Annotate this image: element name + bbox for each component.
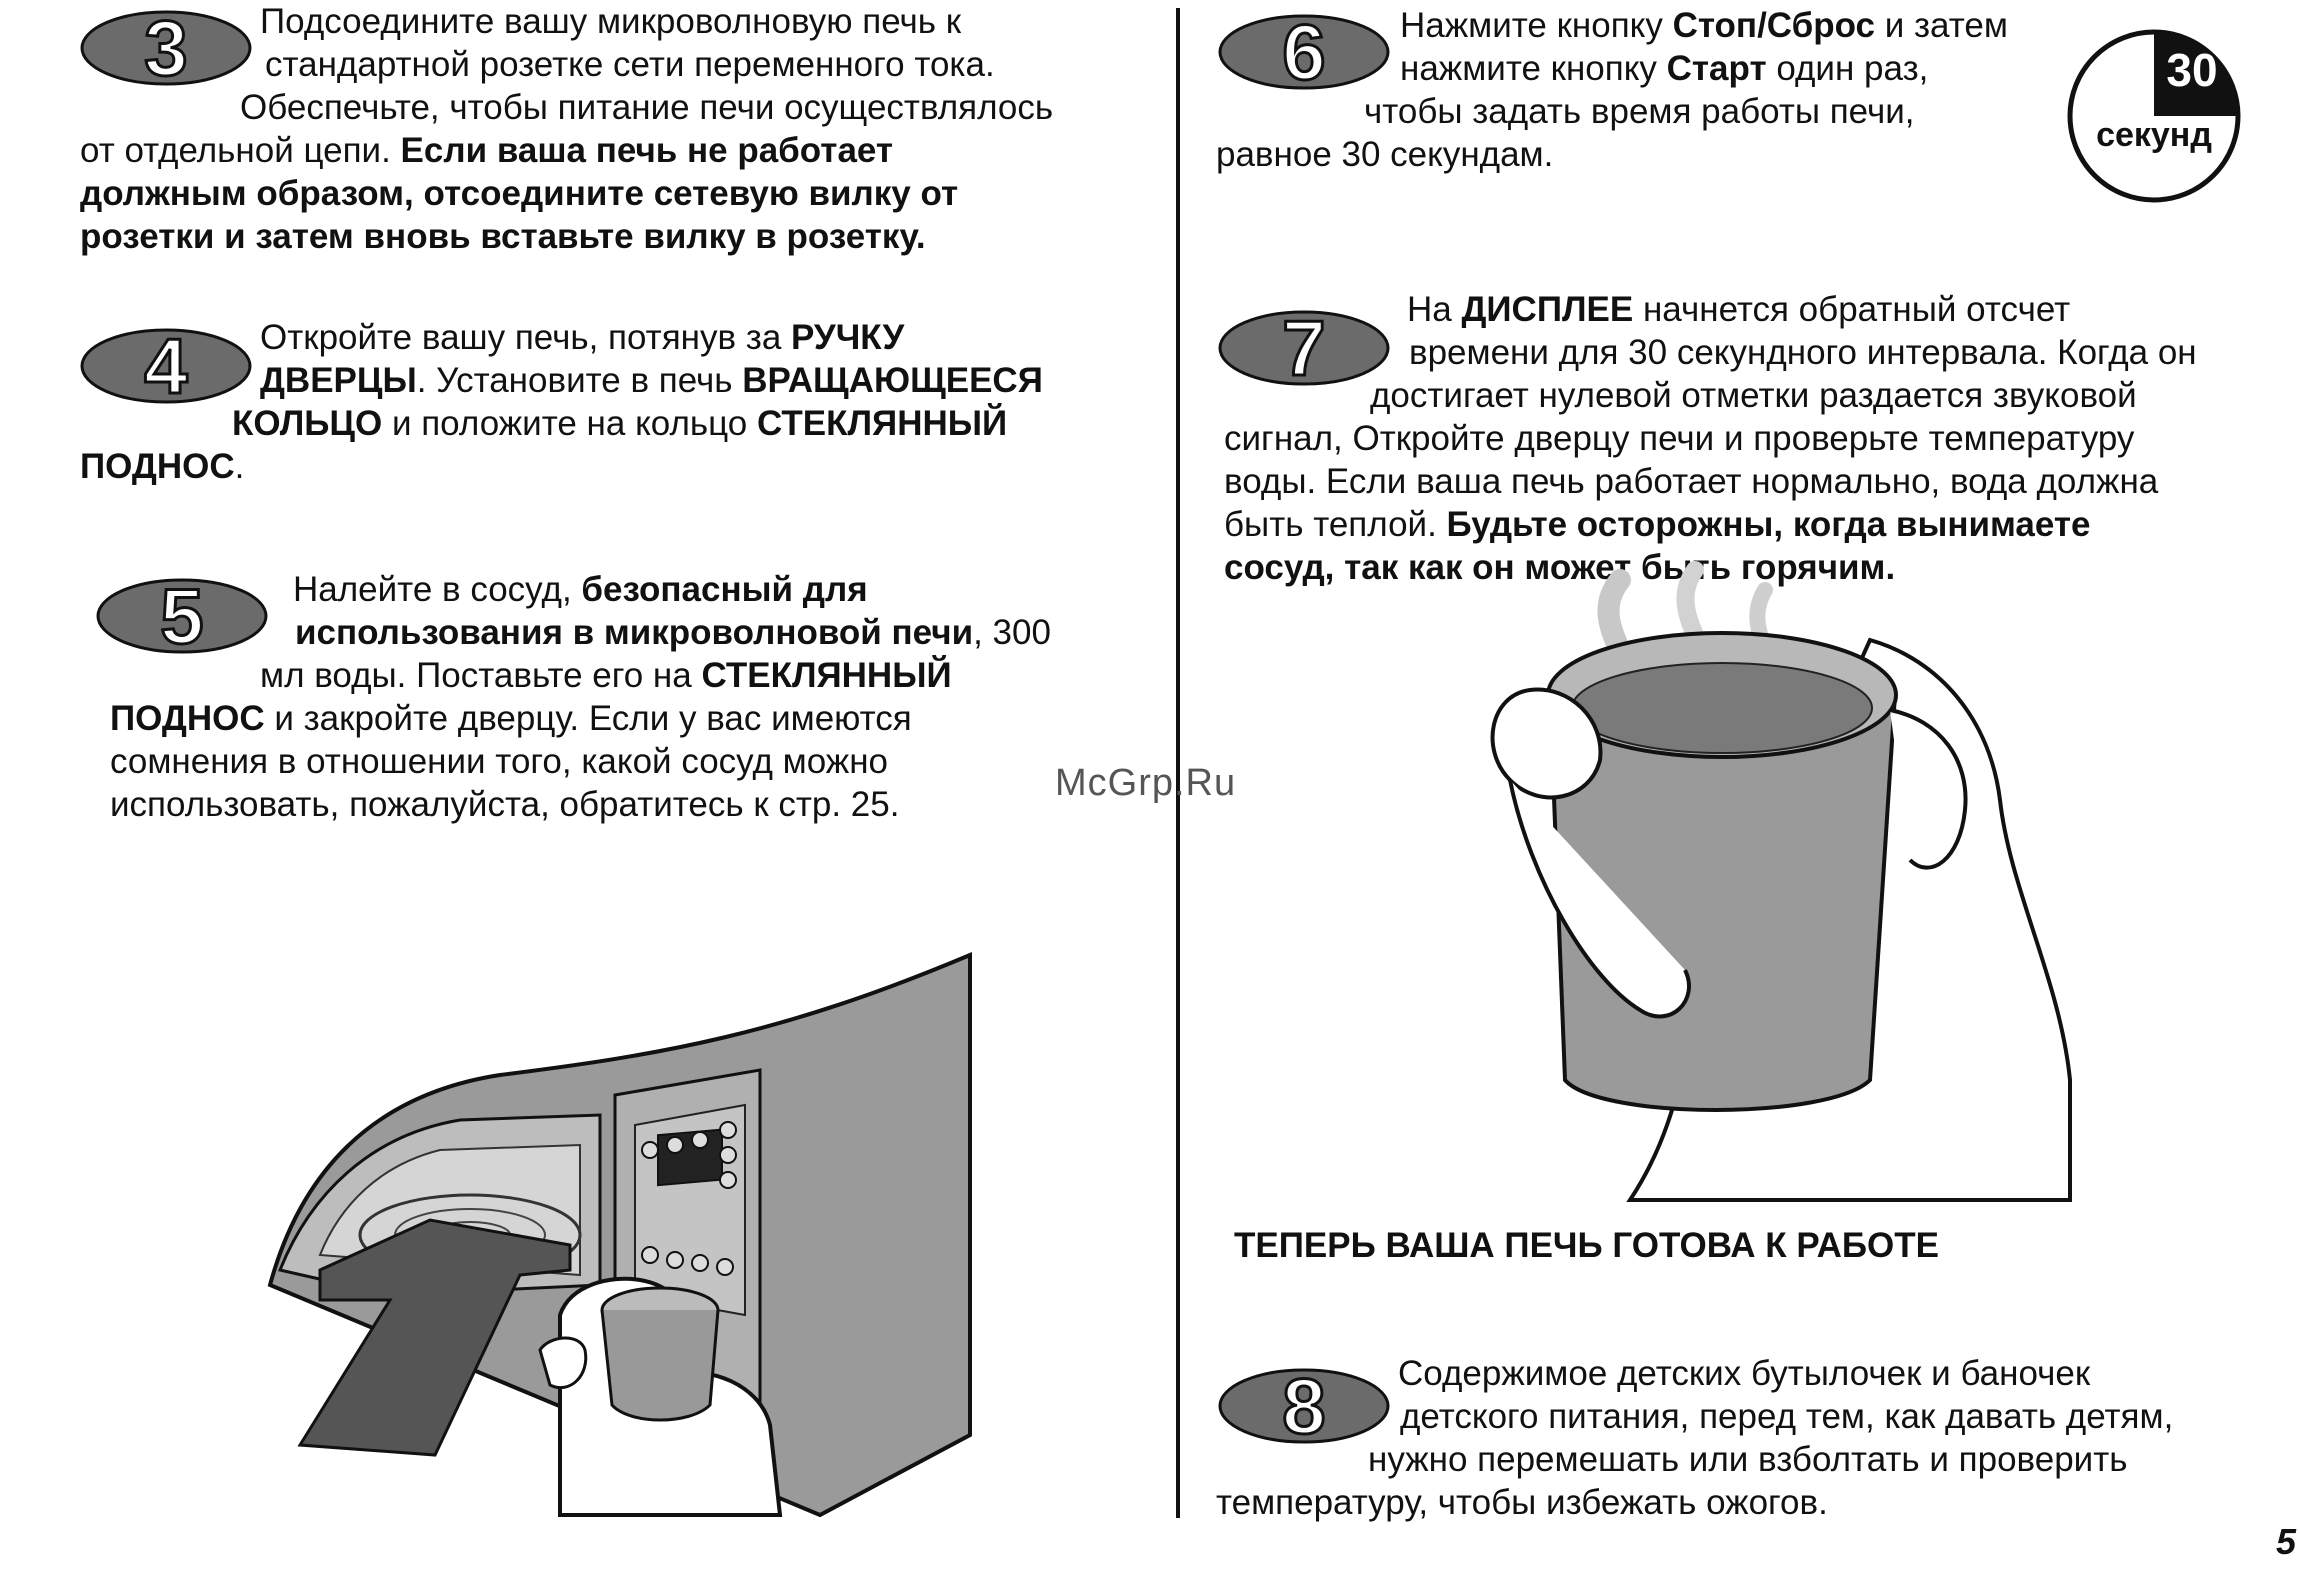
step-4-line-4b: .	[234, 447, 245, 486]
step-5-badge: 5	[96, 571, 268, 662]
step-4-line-4a: ПОДНОС	[80, 447, 235, 486]
ready-heading: ТЕПЕРЬ ВАША ПЕЧЬ ГОТОВА К РАБОТЕ	[1234, 1226, 1940, 1265]
step-4-line-1a: Откройте вашу печь, потянув за	[260, 318, 792, 357]
step-6-text: Нажмите кнопку Стоп/Сброс и затем нажмит…	[1216, 4, 2076, 176]
step-6-line-1c: и затем	[1875, 6, 2008, 45]
step-7-line-1c: начнется обратный отсчет	[1633, 290, 2071, 329]
step-6-line-3: чтобы задать время работы печи,	[1364, 92, 1915, 131]
step-4-line-1b: РУЧКУ	[791, 318, 905, 357]
step-4-line-3b: и положите на кольцо	[382, 404, 757, 443]
step-5-line-2b: , 300	[973, 613, 1051, 652]
step-3-line-5: должным образом, отсоедините сетевую вил…	[80, 174, 959, 213]
step-6-line-2a: нажмите кнопку	[1400, 49, 1667, 88]
step-8-line-3: нужно перемешать или взболтать и провери…	[1368, 1440, 2128, 1479]
step-4-line-3a: КОЛЬЦО	[232, 404, 383, 443]
step-3-line-4b: Если ваша печь не работает	[400, 131, 894, 170]
step-7-line-4: сигнал, Откройте дверцу печи и проверьте…	[1224, 419, 2135, 458]
step-3-line-3: Обеспечьте, чтобы питание печи осуществл…	[240, 88, 1054, 127]
column-divider	[1176, 8, 1180, 1518]
step-8-badge: 8	[1218, 1361, 1390, 1452]
step-3-text: Подсоедините вашу микроволновую печь к с…	[80, 0, 1160, 258]
step-7-line-6b: Будьте осторожны, когда вынимаете	[1446, 505, 2091, 544]
step-3-line-1: Подсоедините вашу микроволновую печь к	[260, 2, 962, 41]
step-6-line-2b: Старт	[1666, 49, 1767, 88]
step-7-line-1a: На	[1407, 290, 1462, 329]
step-6-badge: 6	[1218, 7, 1390, 98]
hot-cup-illustration	[1490, 561, 2072, 1202]
step-3-line-2: стандартной розетке сети переменного ток…	[265, 45, 995, 84]
step-8-line-4: температуру, чтобы избежать ожогов.	[1216, 1483, 1828, 1522]
step-5-text: Налейте в сосуд, безопасный для использо…	[110, 568, 1170, 826]
step-5-line-2a: использования в микроволновой печи	[295, 613, 974, 652]
step-5-line-1b: безопасный для	[581, 570, 868, 609]
step-6-line-2c: один раз,	[1766, 49, 1929, 88]
step-7-text: На ДИСПЛЕЕ начнется обратный отсчет врем…	[1224, 288, 2224, 589]
step-5-line-5: сомнения в отношении того, какой сосуд м…	[110, 742, 888, 781]
step-7-line-6a: быть теплой.	[1224, 505, 1447, 544]
timer-unit: секунд	[2096, 116, 2212, 154]
step-8-number: 8	[1282, 1362, 1325, 1450]
step-6-line-4: равное 30 секундам.	[1216, 135, 1554, 174]
step-7-badge: 7	[1218, 303, 1390, 394]
step-4-badge: 4	[80, 321, 252, 412]
step-5-line-3a: мл воды. Поставьте его на	[260, 656, 702, 695]
step-7-number: 7	[1282, 304, 1325, 392]
timer-value: 30	[2166, 44, 2217, 96]
step-7-line-2: времени для 30 секундного интервала. Ког…	[1409, 333, 2197, 372]
step-3-badge: 3	[80, 3, 252, 94]
step-4-line-3c: СТЕКЛЯННЫЙ	[756, 404, 1008, 443]
step-8-line-1: Содержимое детских бутылочек и баночек	[1398, 1354, 2091, 1393]
step-3-line-4a: от отдельной цепи.	[80, 131, 401, 170]
step-7-line-3: достигает нулевой отметки раздается звук…	[1370, 376, 2137, 415]
step-7-line-1b: ДИСПЛЕЕ	[1461, 290, 1634, 329]
step-8-line-2: детского питания, перед тем, как давать …	[1400, 1397, 2174, 1436]
step-5-line-4b: и закройте дверцу. Если у вас имеются	[264, 699, 912, 738]
step-5-line-3b: СТЕКЛЯННЫЙ	[701, 656, 952, 695]
timer-30-seconds-icon: 30 секунд	[2067, 29, 2241, 203]
step-5-line-1a: Налейте в сосуд,	[293, 570, 582, 609]
step-5-number: 5	[160, 572, 203, 660]
step-4-number: 4	[144, 322, 187, 410]
step-6-number: 6	[1282, 8, 1325, 96]
step-3-number: 3	[144, 4, 187, 92]
step-3-line-6: розетки и затем вновь вставьте вилку в р…	[80, 217, 926, 256]
step-4-line-2b: . Установите в печь	[416, 361, 743, 400]
step-7-line-7: сосуд, так как он может быть горячим.	[1224, 548, 1896, 587]
step-5-line-6: использовать, пожалуйста, обратитесь к с…	[110, 785, 900, 824]
step-5-line-4a: ПОДНОС	[110, 699, 265, 738]
step-4-text: Откройте вашу печь, потянув за РУЧКУ ДВЕ…	[80, 316, 1160, 488]
microwave-illustration	[267, 951, 972, 1518]
step-4-line-2a: ДВЕРЦЫ	[260, 361, 417, 400]
step-6-line-1b: Стоп/Сброс	[1672, 6, 1875, 45]
page-number: 5	[2275, 1521, 2296, 1562]
step-7-line-5: воды. Если ваша печь работает нормально,…	[1224, 462, 2159, 501]
step-8-text: Содержимое детских бутылочек и баночек д…	[1216, 1352, 2216, 1524]
watermark: McGrp.Ru	[1055, 762, 1237, 804]
step-4-line-2c: ВРАЩАЮЩЕЕСЯ	[742, 361, 1043, 400]
step-6-line-1a: Нажмите кнопку	[1400, 6, 1673, 45]
